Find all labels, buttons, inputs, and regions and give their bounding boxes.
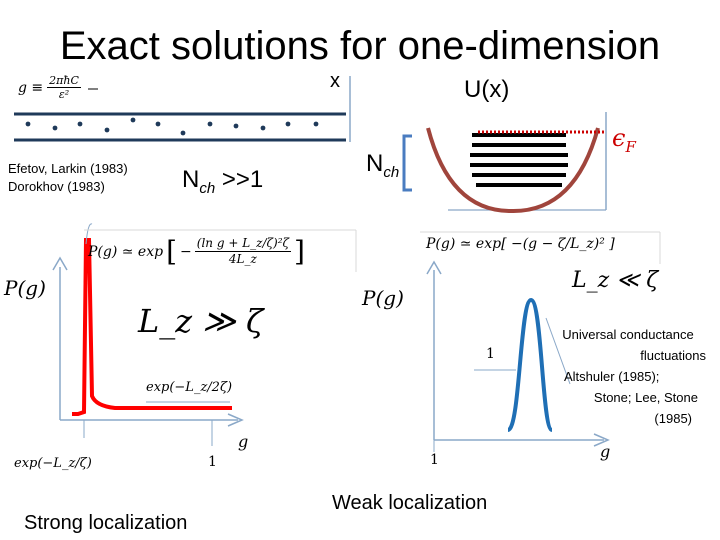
disordered-wire — [14, 112, 346, 142]
right-callout-line — [545, 317, 571, 385]
nch-label-n: N — [366, 150, 384, 177]
reference-ucf-line-1: Universal conductance — [562, 327, 694, 342]
right-distribution-curve — [506, 297, 554, 432]
left-plot — [52, 223, 244, 446]
channel-bracket — [402, 134, 412, 192]
left-regime: L_z ≫ ζ — [138, 302, 264, 340]
right-plot — [426, 260, 610, 452]
channel-condition-rest: >>1 — [215, 166, 264, 193]
left-x-arrow — [227, 413, 244, 427]
conductance-definition-den: ε² — [58, 88, 70, 101]
left-formula-den: 4L_z — [228, 252, 257, 266]
left-formula-num: (ln g + L_z/ζ)²ζ — [194, 236, 292, 252]
reference-ucf-line-2: fluctuations — [640, 348, 706, 363]
left-formula: P(g) ≃ exp [− (ln g + L_z/ζ)²ζ 4L_z ] — [88, 234, 305, 268]
energy-levels — [470, 133, 568, 187]
fermi-level-symbol: ϵ — [612, 124, 626, 152]
right-y-arrow — [426, 260, 442, 275]
reference-ucf-line-3: Altshuler (1985); — [564, 369, 660, 384]
reference-ucf-line-4: Stone; Lee, Stone — [593, 390, 698, 405]
conductance-definition-lhs: g ≡ — [18, 79, 44, 96]
channel-condition: Nch >>1 — [182, 166, 263, 197]
left-y-label: P(g) — [4, 276, 46, 300]
right-mark-label: 1 — [486, 346, 495, 362]
left-formula-prefix: P(g) ≃ exp — [88, 243, 164, 260]
left-x-label: g — [238, 432, 249, 451]
right-regime: L_z ≪ ζ — [572, 268, 659, 293]
channel-condition-sub: ch — [199, 179, 216, 197]
conductance-definition: g ≡ 2πħC ε² — [18, 74, 81, 101]
formula-boxes — [84, 229, 661, 272]
reference-efetov: Efetov, Larkin (1983) — [8, 161, 128, 176]
left-y-arrow — [52, 256, 68, 271]
left-peak-marker — [85, 223, 93, 245]
right-x-arrow — [593, 433, 610, 447]
channel-condition-n: N — [182, 166, 200, 193]
reference-dorokhov: Dorokhov (1983) — [8, 179, 105, 194]
slide-title: Exact solutions for one-dimension — [59, 24, 661, 68]
left-caption: Strong localization — [24, 512, 188, 534]
right-caption: Weak localization — [332, 492, 488, 514]
nch-label-sub: ch — [383, 163, 400, 181]
left-x-tick-label: 1 — [208, 454, 217, 470]
right-x-tick-label: 1 — [430, 452, 439, 468]
right-formula: P(g) ≃ exp[ −(g − ζ/L_z)² ] — [426, 236, 615, 252]
x-label: x — [330, 70, 340, 92]
fermi-level-sub: F — [625, 137, 636, 156]
well-curve — [426, 127, 600, 214]
left-tail-label: exp(−L_z/2ζ) — [146, 380, 233, 395]
nch-label: Nch — [366, 150, 399, 181]
potential-label: U(x) — [464, 76, 510, 103]
reference-ucf-line-5: (1985) — [654, 411, 692, 426]
right-y-label: P(g) — [362, 286, 404, 310]
reference-ucf: Universal conductance fluctuations Altsh… — [540, 324, 716, 429]
potential-well — [402, 112, 607, 214]
conductance-definition-num: 2πħC — [47, 74, 81, 88]
left-distribution-curve — [72, 238, 232, 416]
left-bottom-label: exp(−L_z/ζ) — [14, 456, 92, 471]
right-x-label: g — [600, 442, 611, 461]
fermi-level-label: ϵF — [612, 124, 636, 156]
impurity-dots — [25, 117, 319, 136]
